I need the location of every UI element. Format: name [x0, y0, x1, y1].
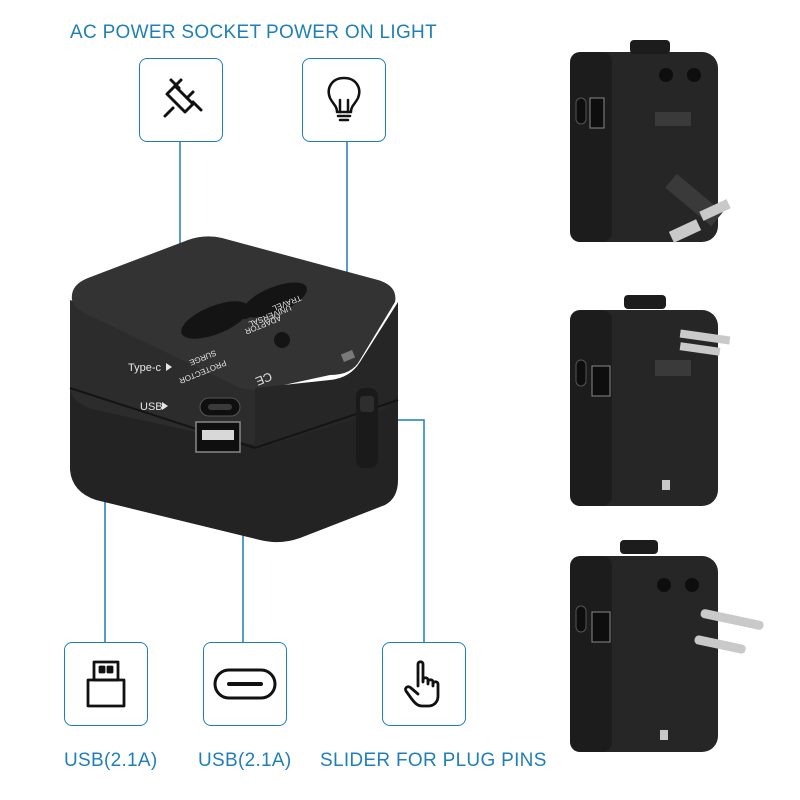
device-ce-mark: CE: [253, 369, 274, 388]
hand-pointer-icon: [382, 642, 466, 726]
main-adapter: [69, 236, 399, 543]
device-type-c-text: Type-c: [128, 362, 162, 374]
ac-power-socket-label: AC POWER SOCKET: [70, 22, 262, 43]
usb-a-port-icon: [64, 642, 148, 726]
usb-c-label: USB(2.1A): [198, 750, 292, 771]
adapter-uk-view: [570, 40, 731, 243]
adapter-us-view: [570, 295, 731, 506]
slider-label: SLIDER FOR PLUG PINS: [320, 750, 547, 771]
plug-icon: [139, 58, 223, 142]
adapter-eu-view: [570, 540, 764, 752]
device-usb-text: USB: [140, 401, 163, 413]
usb-c-port-icon: [203, 642, 287, 726]
power-on-light-label: POWER ON LIGHT: [266, 22, 437, 43]
light-bulb-icon: [302, 58, 386, 142]
usb-a-label: USB(2.1A): [64, 750, 158, 771]
